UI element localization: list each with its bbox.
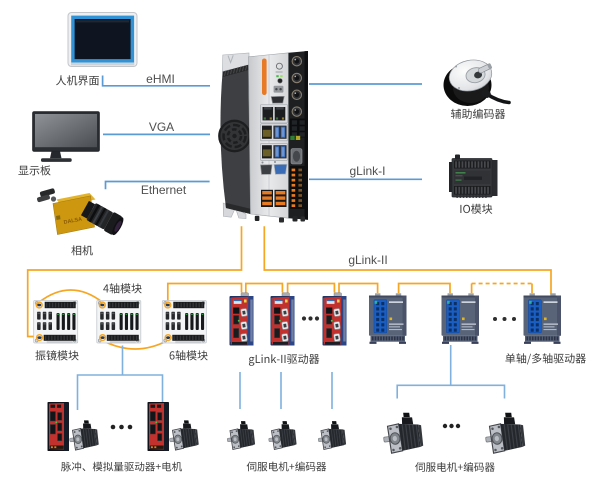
svg-text:Ethernet: Ethernet — [141, 183, 187, 197]
svg-text:DALSA: DALSA — [63, 217, 82, 226]
svg-text:eHMI: eHMI — [146, 72, 175, 86]
svg-text:VGA: VGA — [149, 120, 174, 134]
svg-text:gLink-II: gLink-II — [348, 253, 387, 267]
svg-text:gLink-I: gLink-I — [349, 164, 385, 178]
